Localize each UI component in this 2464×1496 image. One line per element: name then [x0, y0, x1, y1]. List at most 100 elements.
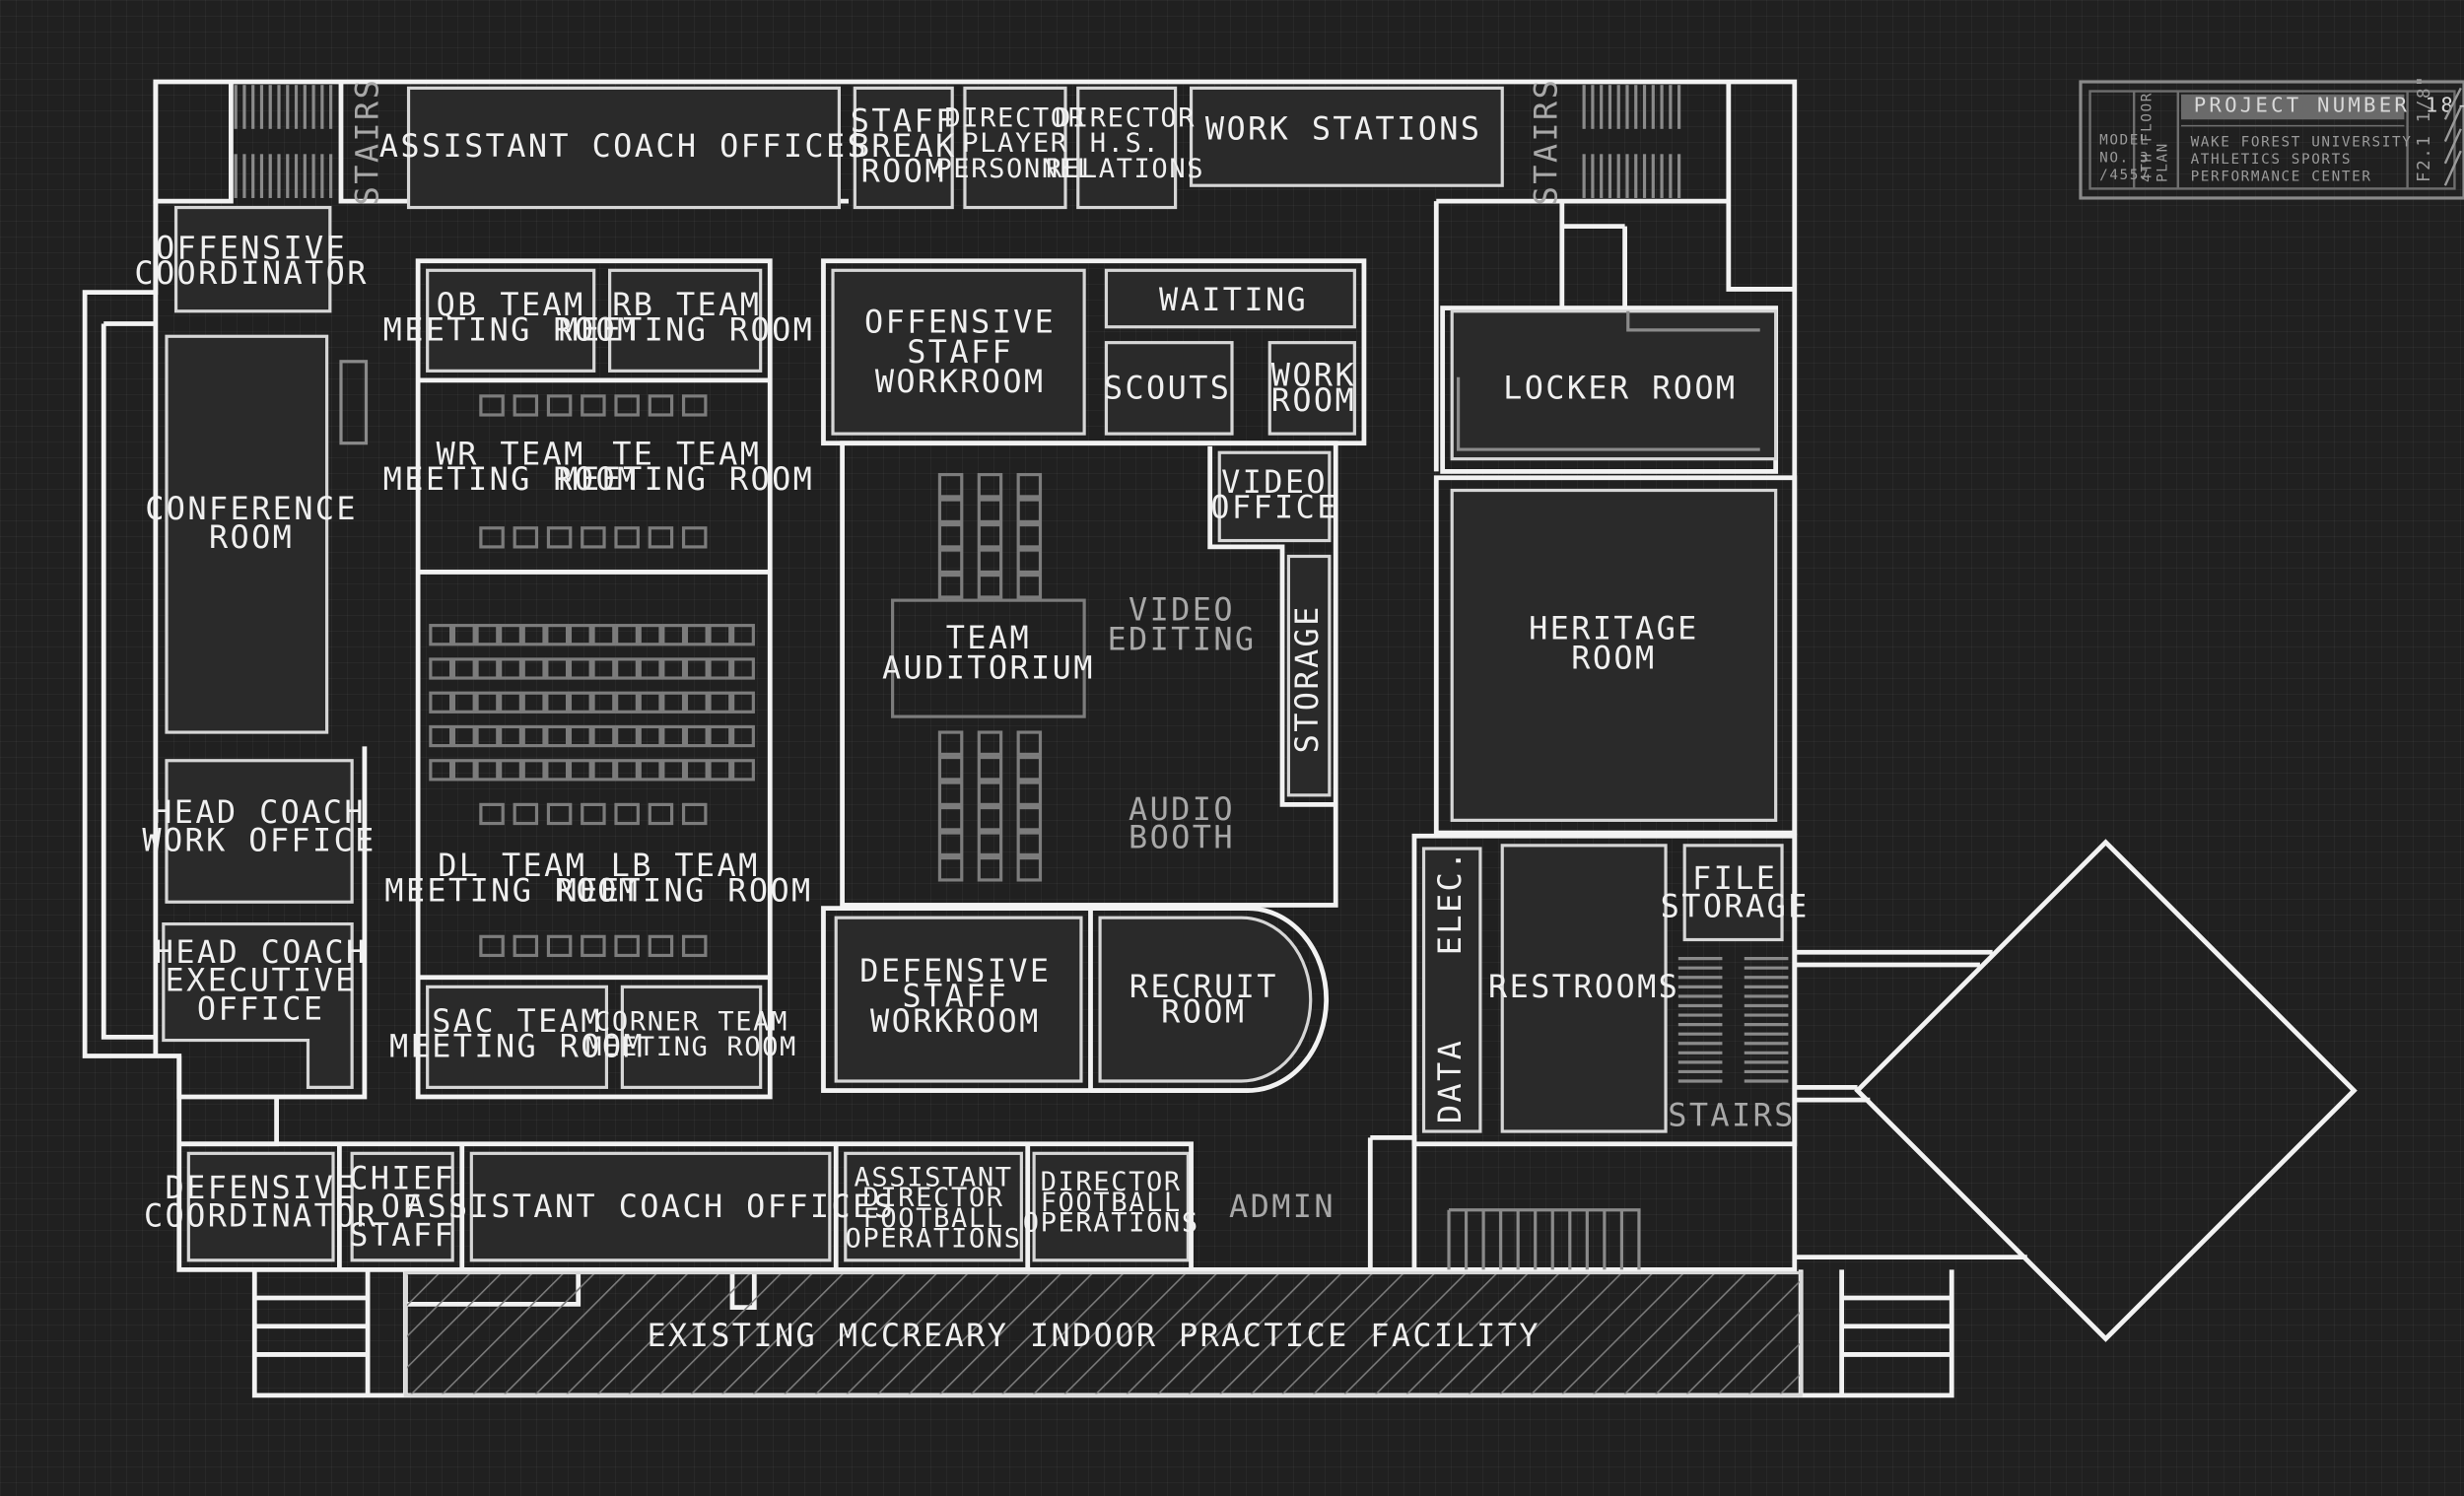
label-auditorium-2: AUDITORIUM — [882, 648, 1095, 686]
seat — [638, 624, 662, 646]
label-audio-booth-1: AUDIO — [1129, 790, 1235, 828]
head-coach-executive-office-box — [162, 921, 354, 1089]
seat — [708, 691, 732, 714]
seat — [581, 802, 606, 826]
label-stairs-lower: STAIRS — [1668, 1097, 1796, 1134]
label-oc-1: OFFENSIVE — [156, 230, 347, 267]
file-storage-box — [1682, 844, 1784, 942]
label-locker-room: LOCKER ROOM — [1503, 369, 1737, 406]
seat — [937, 805, 964, 832]
seat — [499, 691, 522, 714]
seat — [977, 805, 1003, 832]
diamond-pavilion — [1854, 839, 2358, 1342]
defensive-block — [821, 906, 1093, 1093]
seat — [977, 755, 1003, 782]
seat — [521, 691, 546, 714]
seat — [546, 526, 573, 549]
existing-facility-hatch — [403, 1270, 1803, 1397]
label-dpp-2: PLAYER — [962, 128, 1067, 159]
assistant-coach-offices-bottom-box — [469, 1151, 832, 1262]
label-adfo-3: FOOTBALL — [862, 1203, 1003, 1234]
seat — [1016, 755, 1043, 782]
label-restrooms: RESTROOMS — [1488, 968, 1679, 1005]
seat — [614, 934, 640, 958]
conference-door — [339, 360, 369, 445]
label-file-storage-1: FILE — [1692, 859, 1777, 897]
label-hcwo-1: HEAD COACH — [153, 793, 366, 831]
seat — [521, 724, 546, 748]
staff-break-room-box — [853, 86, 954, 210]
seat — [429, 724, 453, 748]
seat — [521, 624, 546, 646]
seat — [937, 856, 964, 882]
label-heritage-2: ROOM — [1571, 640, 1656, 677]
seat — [568, 759, 592, 782]
seat — [1016, 472, 1043, 499]
client-line-2: ATHLETICS SPORTS — [2191, 152, 2353, 168]
seat — [591, 759, 616, 782]
seat — [581, 394, 606, 417]
seat — [1016, 856, 1043, 882]
seat — [545, 691, 570, 714]
seat — [684, 724, 709, 748]
seat — [1016, 805, 1043, 832]
seat — [638, 657, 662, 680]
seat — [545, 657, 570, 680]
seat — [521, 657, 546, 680]
label-corner-2: MEETING ROOM — [585, 1032, 797, 1062]
seat — [1016, 498, 1043, 524]
label-wr-1: WR TEAM — [437, 435, 585, 472]
offensive-staff-workroom-box — [831, 268, 1086, 436]
seat — [568, 724, 592, 748]
seat — [661, 691, 686, 714]
model-line-1: MODEL — [2099, 133, 2150, 149]
seat — [591, 657, 616, 680]
label-rb-1: RB TEAM — [612, 286, 761, 323]
seat — [591, 691, 616, 714]
label-corner-1: CORNER TEAM — [594, 1007, 788, 1038]
seat — [545, 724, 570, 748]
title-block-frame — [2079, 80, 2464, 200]
restrooms-box — [1500, 844, 1668, 1133]
locker-corridor — [1433, 198, 1729, 472]
seat — [499, 759, 522, 782]
seat — [499, 724, 522, 748]
label-recruit-1: RECRUIT — [1129, 968, 1278, 1005]
label-cos-3: STAFF — [349, 1216, 455, 1254]
label-conf-2: ROOM — [209, 518, 294, 556]
seat — [568, 657, 592, 680]
seat — [591, 624, 616, 646]
label-video-editing-2: EDITING — [1107, 621, 1256, 658]
seat — [546, 394, 573, 417]
work-room-box — [1267, 341, 1356, 436]
seat — [977, 856, 1003, 882]
seat — [708, 624, 732, 646]
label-waiting: WAITING — [1159, 281, 1308, 318]
defensive-staff-workroom-box — [834, 916, 1083, 1083]
seat — [1016, 730, 1043, 756]
locker-room-inner — [1456, 310, 1760, 451]
director-hs-relations-box — [1076, 86, 1178, 210]
seat — [513, 526, 539, 549]
waiting-box — [1104, 268, 1356, 329]
label-hceo-3: OFFICE — [197, 989, 325, 1027]
title-block-hatch — [2443, 87, 2462, 186]
corner-team-box — [620, 985, 763, 1089]
label-osw-2: STAFF — [907, 333, 1013, 371]
label-video-office-2: OFFICE — [1210, 489, 1338, 526]
seat — [545, 759, 570, 782]
seat — [638, 759, 662, 782]
label-osw-1: OFFENSIVE — [864, 304, 1056, 341]
seat — [581, 934, 606, 958]
label-video-editing-1: VIDEO — [1129, 590, 1235, 628]
south-offices-wall — [178, 1141, 1194, 1270]
director-football-ops-box — [1032, 1151, 1190, 1262]
label-dpp-3: PERSONNEL — [935, 154, 1094, 184]
seat — [661, 724, 686, 748]
floor-plan-line-2: PLAN — [2156, 142, 2171, 182]
label-data: DATA — [1431, 1039, 1469, 1123]
model-line-3: /4557 — [2099, 168, 2150, 183]
seat — [581, 526, 606, 549]
label-recruit-2: ROOM — [1161, 992, 1246, 1030]
label-scouts: SCOUTS — [1104, 369, 1232, 406]
